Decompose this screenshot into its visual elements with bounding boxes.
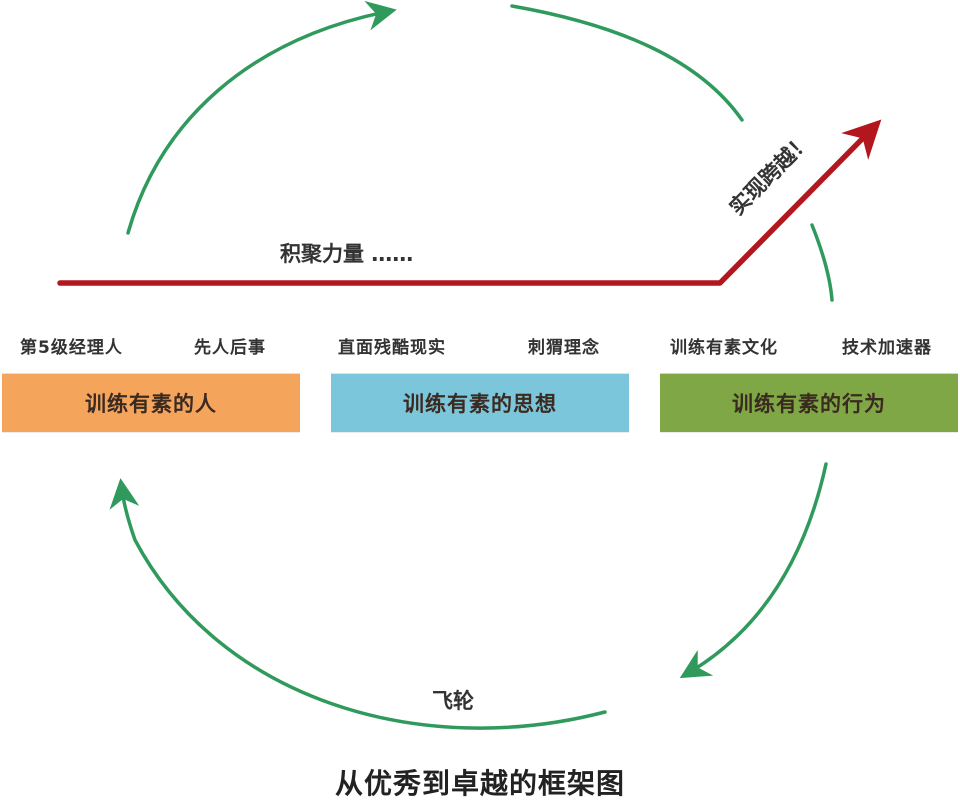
diagram-caption: 从优秀到卓越的框架图 (334, 767, 625, 800)
item-technology-accelerators: 技术加速器 (842, 338, 932, 358)
growth-line (57, 119, 882, 286)
item-discipline-culture: 训练有素文化 (670, 338, 778, 358)
box-disciplined-thought: 训练有素的思想 (331, 373, 629, 432)
cycle-arrow-top-right (510, 4, 744, 122)
item-level5-leader: 第5级经理人 (20, 338, 123, 358)
cycle-arrow-bottom-right (679, 462, 828, 679)
item-first-who: 先人后事 (194, 338, 266, 358)
cycle-arrow-right-upper (810, 223, 834, 302)
flywheel-label: 飞轮 (432, 689, 474, 713)
box-disciplined-people: 训练有素的人 (2, 373, 300, 432)
cycle-arrow-top-left (126, 0, 397, 235)
item-hedgehog-concept: 刺猬理念 (528, 338, 600, 358)
accumulate-label: 积聚力量 …… (280, 242, 414, 266)
cycle-arrow-bottom-left (109, 478, 607, 730)
box-disciplined-action: 训练有素的行为 (660, 373, 958, 432)
item-brutal-facts: 直面残酷现实 (338, 338, 446, 358)
